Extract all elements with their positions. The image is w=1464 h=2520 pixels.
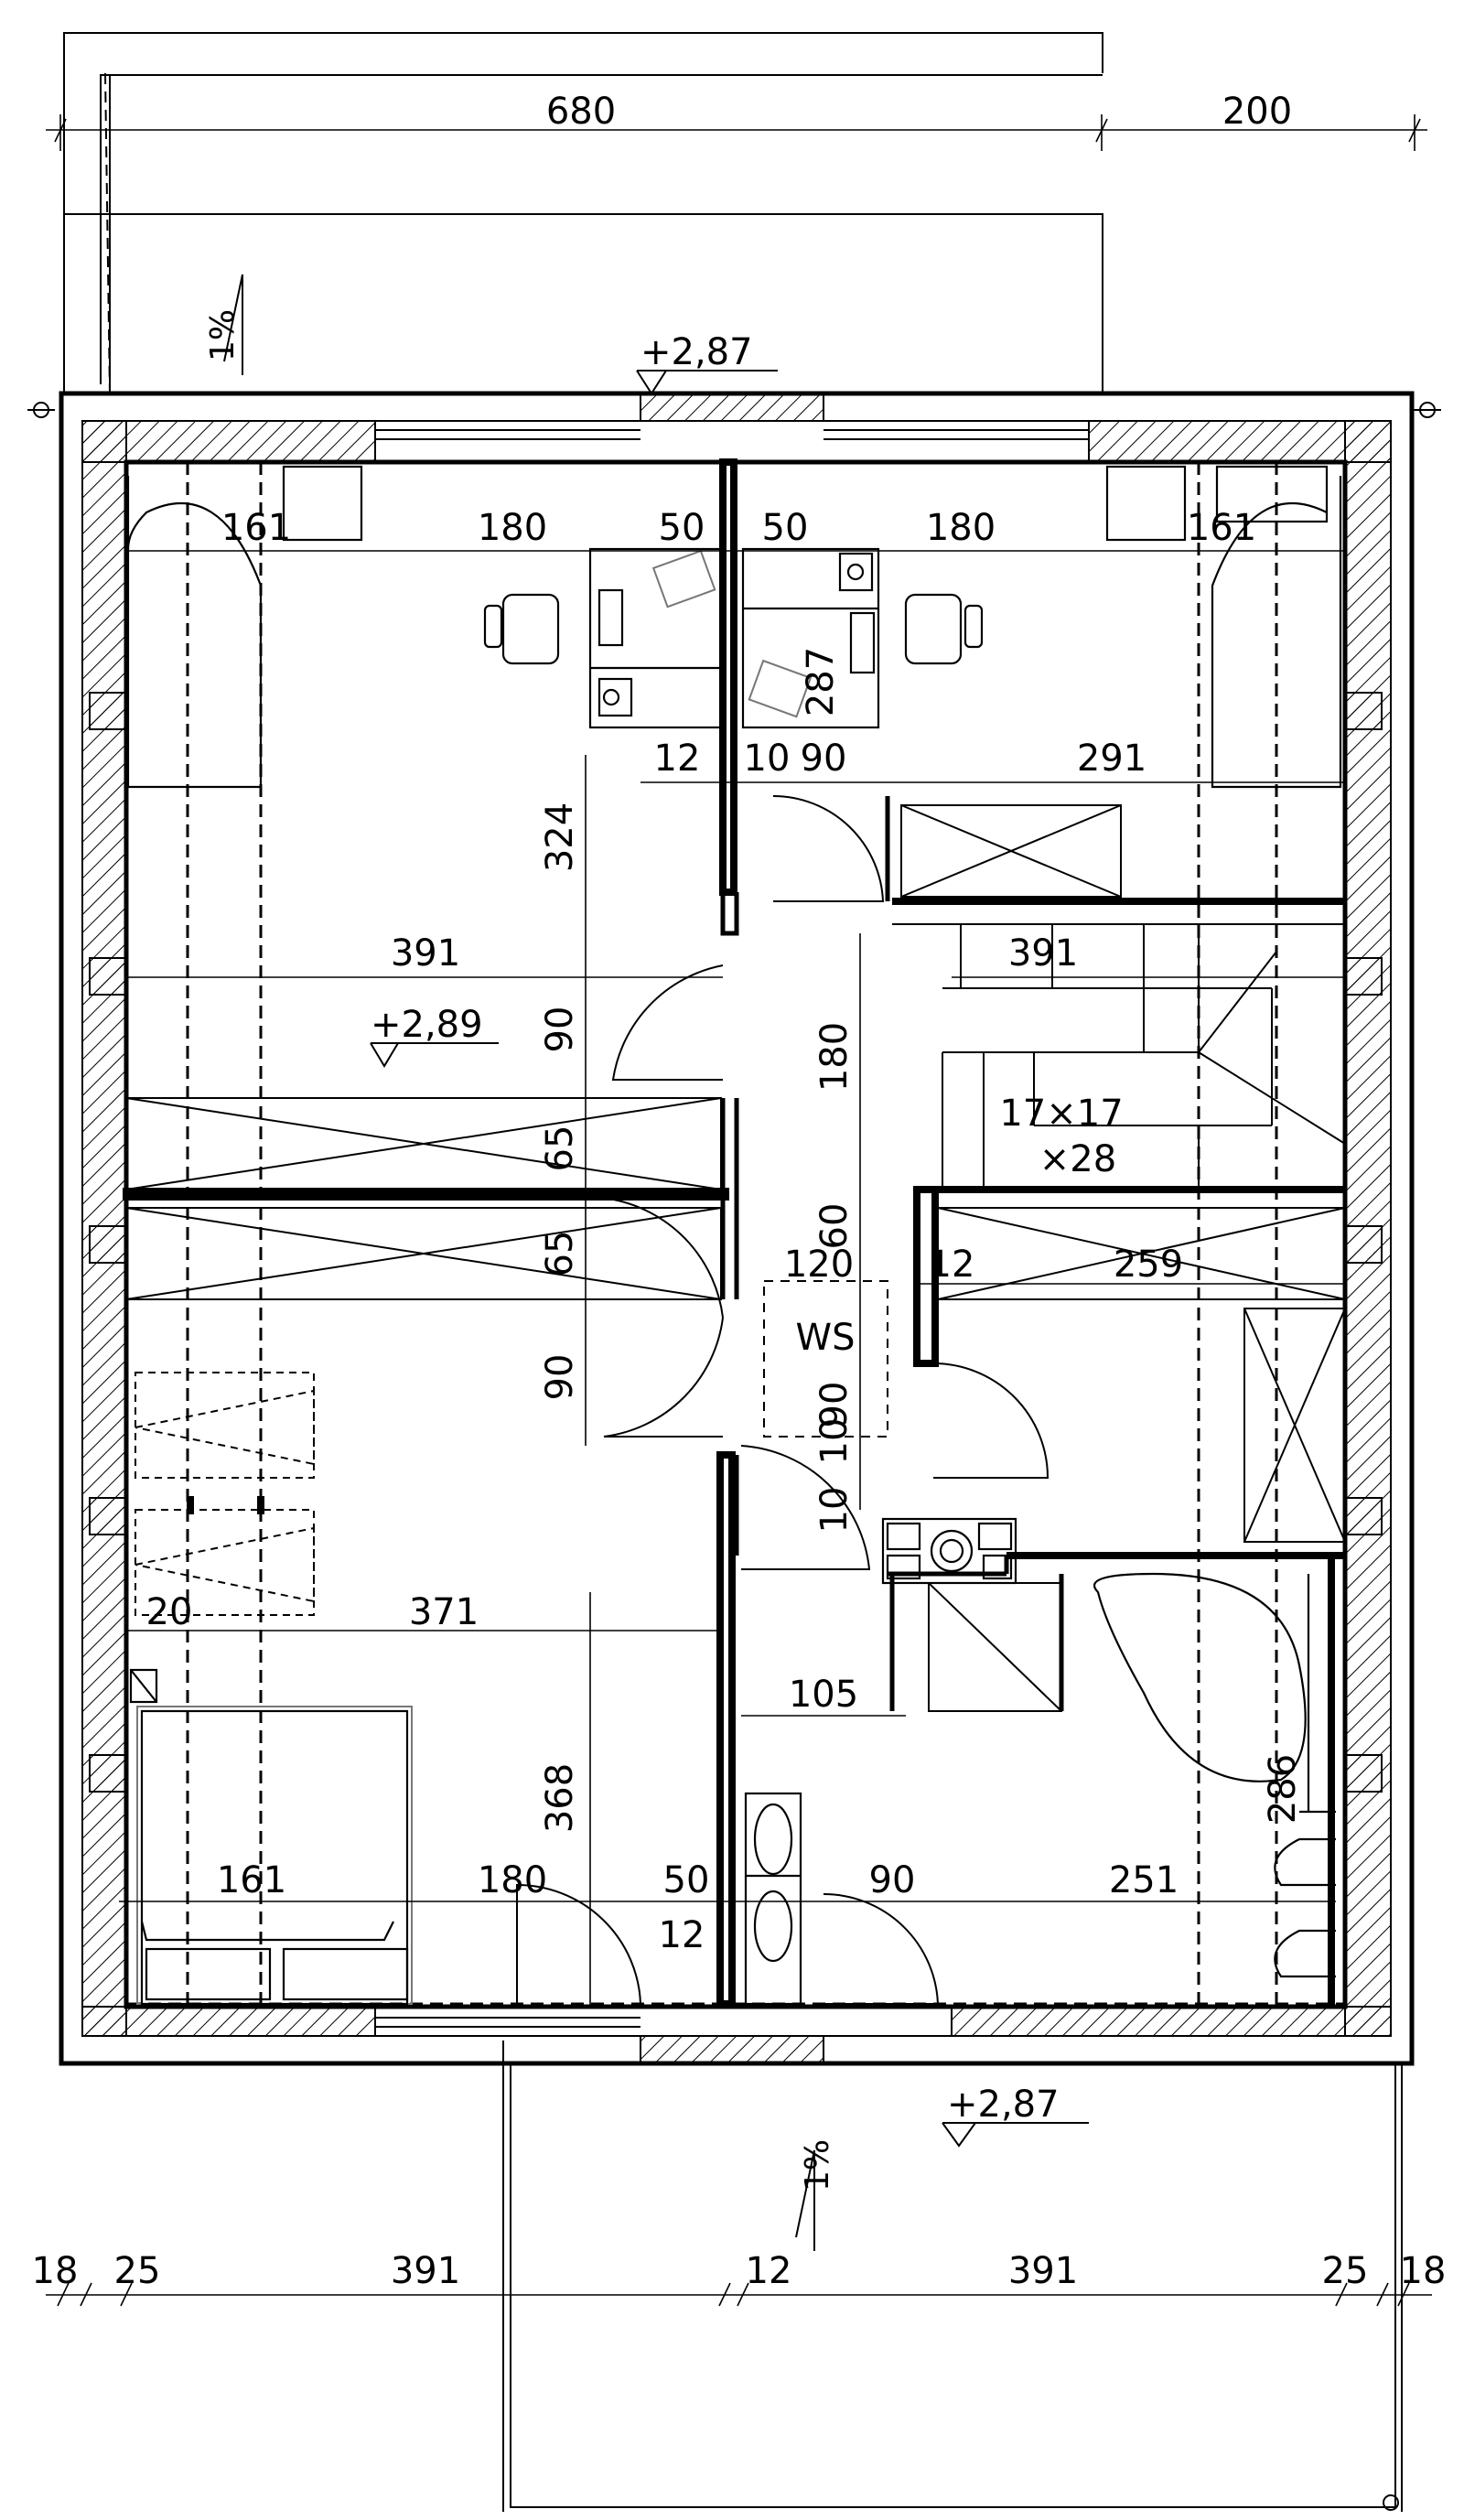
bottom-dimension-texts: 18 25 391 12 391 25 18: [32, 2250, 1447, 2292]
bottom-balcony: [502, 2041, 1403, 2512]
dim-10-a: 10: [744, 738, 791, 780]
dim-50-c: 50: [663, 1859, 710, 1901]
dim-10-b: 10: [813, 1418, 856, 1465]
dim-20: 20: [146, 1591, 193, 1633]
dim-bottom-18-b: 18: [1400, 2250, 1447, 2292]
dim-161-b: 161: [1187, 507, 1256, 549]
dim-bottom-25-b: 25: [1322, 2250, 1369, 2292]
dim-90-b: 90: [539, 1007, 581, 1053]
dim-12-a: 12: [654, 738, 701, 780]
dim-90-d: 90: [813, 1382, 856, 1428]
ws-box: WS: [763, 1280, 888, 1438]
level-mark-top: +2,87: [636, 331, 778, 395]
doors: [516, 794, 1050, 2005]
dim-180-b: 180: [926, 507, 996, 549]
dim-180-d: 180: [478, 1859, 547, 1901]
dim-12-c: 12: [659, 1914, 705, 1956]
outer-walls: [27, 391, 1441, 2511]
level-mark-room: +2,89: [370, 1004, 499, 1068]
dim-180-a: 180: [478, 507, 547, 549]
dim-251: 251: [1109, 1859, 1179, 1901]
top-balcony: [63, 32, 1103, 394]
dim-bottom-25-a: 25: [114, 2250, 161, 2292]
level-bottom-label: +2,87: [947, 2084, 1060, 2126]
ws-label: WS: [796, 1317, 856, 1359]
dim-105: 105: [789, 1674, 858, 1716]
stairs-size: 17×17: [999, 1093, 1123, 1135]
dim-bottom-18-a: 18: [32, 2250, 79, 2292]
dim-180-c: 180: [813, 1022, 856, 1092]
stairs-count: ×28: [1039, 1138, 1116, 1180]
dim-391-b: 391: [1008, 932, 1078, 975]
dim-291: 291: [1077, 738, 1146, 780]
top-dimension-line: 680 200: [46, 91, 1427, 151]
furniture: [126, 465, 1342, 2006]
dim-bottom-12: 12: [746, 2250, 792, 2292]
dim-bottom-391-a: 391: [391, 2250, 460, 2292]
interior-dimension-lines: [46, 550, 1432, 2307]
dim-90-a: 90: [801, 738, 847, 780]
dim-680: 680: [546, 91, 616, 133]
dim-90-e: 90: [869, 1859, 916, 1901]
dim-50-a: 50: [659, 507, 705, 549]
slope-top-label: 1%: [204, 309, 242, 361]
stairs: 17×17 ×28: [892, 923, 1346, 1190]
dim-65-a: 65: [539, 1125, 581, 1172]
dim-371: 371: [409, 1591, 479, 1633]
level-mark-bottom: +2,87: [942, 2084, 1089, 2148]
dim-60: 60: [813, 1203, 856, 1250]
dim-bottom-391-b: 391: [1008, 2250, 1078, 2292]
dim-391-a: 391: [391, 932, 460, 975]
dim-12-b: 12: [929, 1244, 975, 1286]
level-top-label: +2,87: [640, 331, 753, 373]
dim-368: 368: [539, 1763, 581, 1833]
dim-287: 287: [800, 647, 842, 716]
interior-walls: [123, 458, 1345, 2008]
level-room-label: +2,89: [371, 1004, 483, 1046]
dim-10-c: 10: [813, 1487, 856, 1534]
slope-bottom-label: 1%: [799, 2139, 836, 2192]
slope-indicator-top: 1%: [204, 274, 243, 375]
dim-286: 286: [1262, 1754, 1304, 1824]
dim-90-c: 90: [539, 1354, 581, 1401]
dimension-texts: 161 180 50 50 180 161 324 12 10 90 291 2…: [146, 507, 1304, 1956]
slope-indicator-bottom: 1%: [795, 2139, 836, 2251]
dim-65-b: 65: [539, 1231, 581, 1277]
dim-324: 324: [539, 802, 581, 872]
dim-259: 259: [1114, 1244, 1183, 1286]
dim-161-a: 161: [221, 507, 291, 549]
dim-120: 120: [784, 1244, 854, 1286]
dim-200: 200: [1222, 91, 1292, 133]
dim-161-c: 161: [217, 1859, 286, 1901]
dim-50-b: 50: [762, 507, 809, 549]
